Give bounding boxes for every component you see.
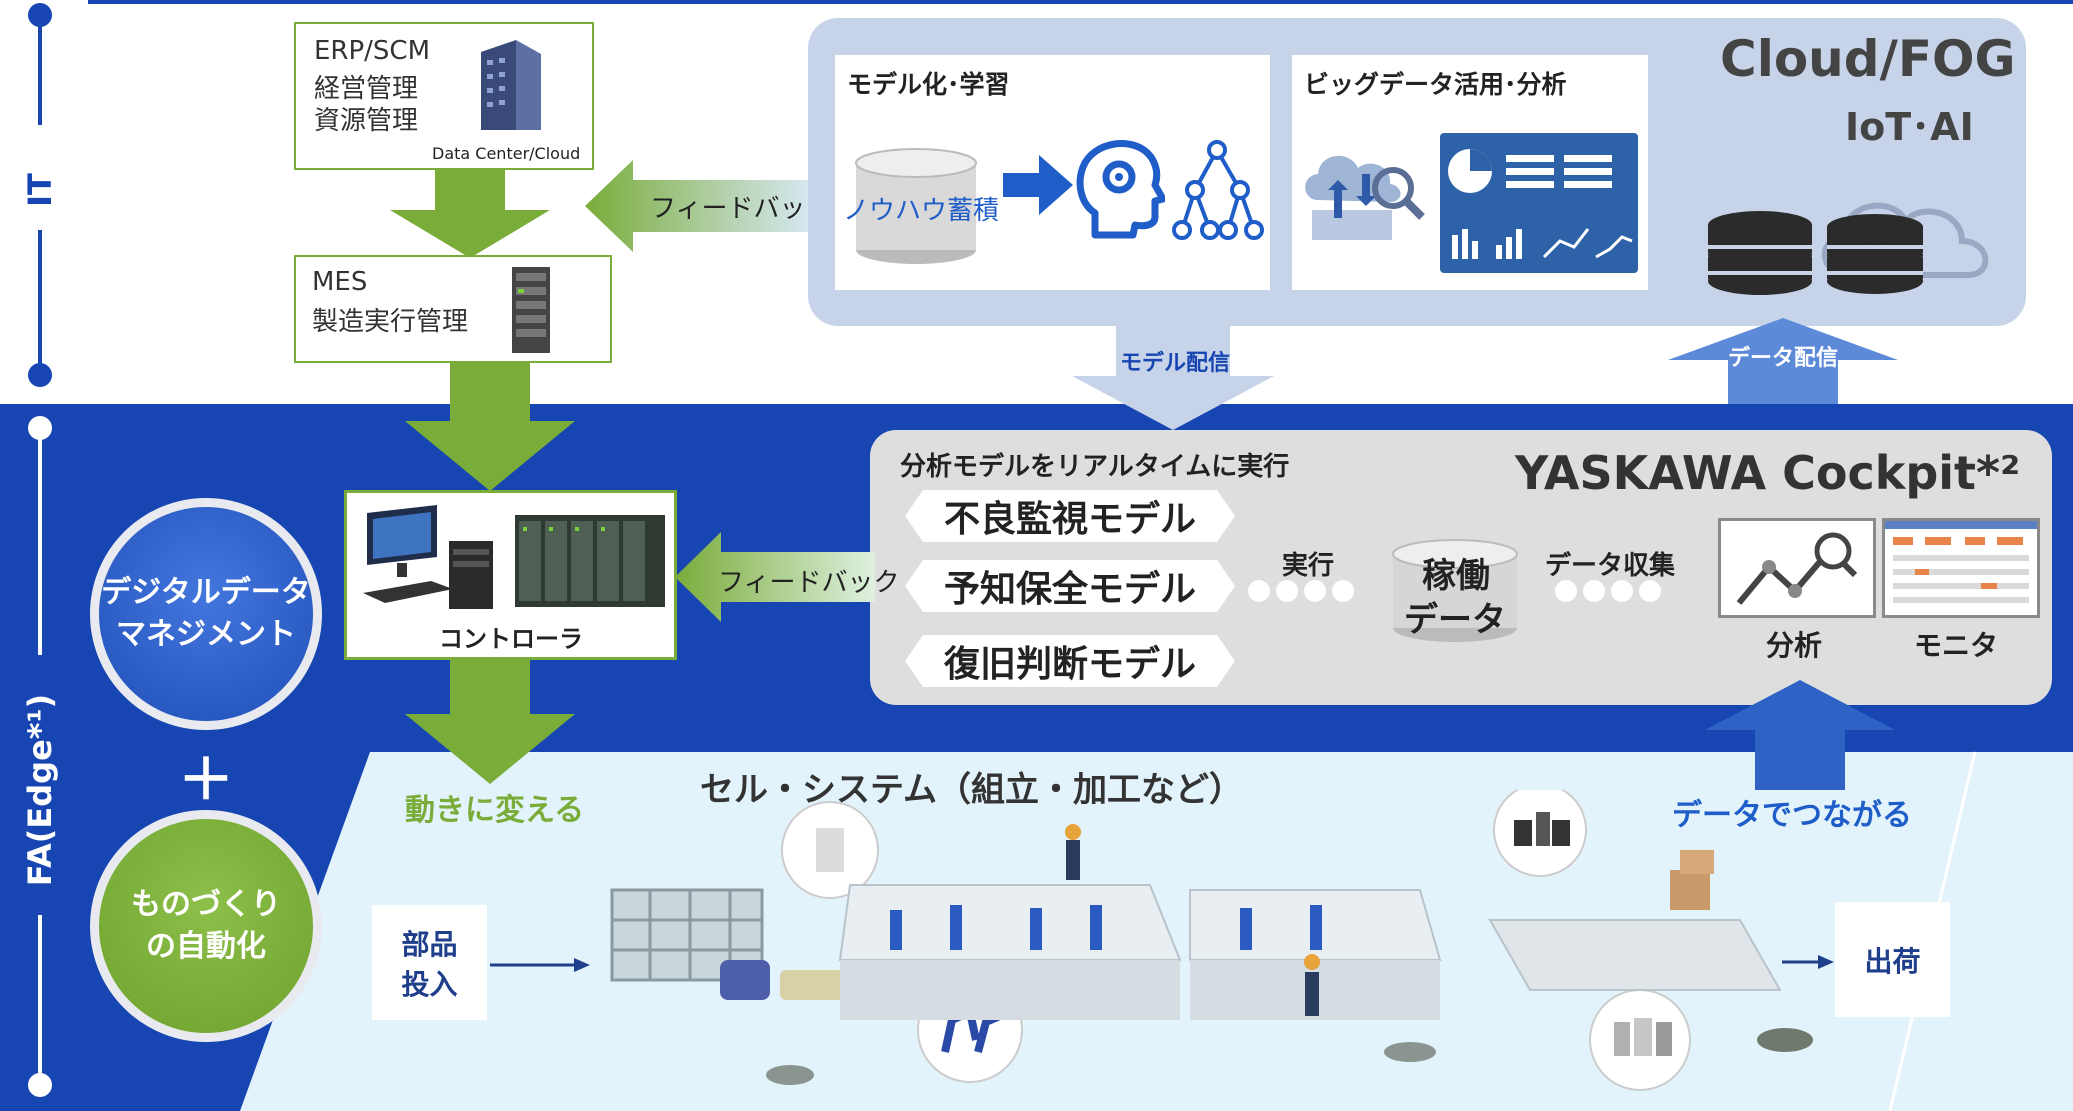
top-divider: [88, 0, 2073, 4]
bigdata-card: ビッグデータ活用･分析: [1292, 55, 1648, 290]
worker: [1065, 824, 1081, 880]
cloud-analysis-icon: [1305, 155, 1425, 240]
right-arrow-icon: [1003, 155, 1073, 215]
model-delivery-arrow: [1072, 326, 1274, 430]
digital-management-circle: デジタルデータマネジメント: [90, 498, 322, 730]
pc-workstation-icon: [363, 505, 493, 609]
monitor-dashboard-icon: [1885, 521, 2037, 603]
connect-label: データでつながる: [1672, 798, 1912, 833]
shipping-box: 出荷: [1835, 902, 1950, 1017]
flow-dot: [1304, 580, 1326, 602]
shipping-label: 出荷: [1864, 944, 1921, 978]
modeling-title: モデル化･学習: [847, 70, 1010, 99]
cloud-storage-icon: [1708, 202, 1989, 295]
factory-cell-illustration: [610, 790, 1813, 1091]
server-rack-icon: [512, 267, 550, 353]
flow-dot: [1248, 580, 1270, 602]
data-collect-label: データ収集: [1545, 551, 1676, 581]
servo-motor-bubble: [1493, 790, 1587, 877]
it-layer-label: IT: [21, 173, 59, 207]
shipping-arrow: [1782, 955, 1834, 969]
model-pill-recovery: 復旧判断モデル: [905, 635, 1235, 687]
flow-dot: [1276, 580, 1298, 602]
worker: [1304, 954, 1320, 1016]
parts-line1: 部品: [401, 927, 458, 961]
erp-line2: 経営管理: [314, 74, 419, 104]
arrow-erp-to-mes: [390, 170, 550, 258]
mes-box: MES 製造実行管理: [294, 255, 612, 363]
knowhow-label: ノウハウ蓄積: [843, 196, 1000, 226]
ai-head-icon: [1076, 140, 1165, 239]
layer-timeline: [28, 3, 52, 1097]
mes-line2: 製造実行管理: [312, 307, 469, 337]
digital-line1: デジタルデータ: [101, 575, 311, 610]
dashboard-panel: [1440, 133, 1638, 273]
analysis-screen: [1718, 518, 1876, 618]
automation-line2: の自動化: [146, 929, 266, 964]
analysis-chart-icon: [1736, 532, 1858, 605]
data-delivery-arrow: [1668, 318, 1898, 404]
operation-data-line2: データ: [1404, 600, 1506, 640]
cockpit-subtitle: 分析モデルをリアルタイムに実行: [900, 452, 1290, 482]
feedback-label-mid: フィードバック: [718, 568, 900, 598]
monitor-screen: [1882, 518, 2040, 618]
plc-controller-icon: [515, 515, 665, 607]
action-label: 動きに変える: [405, 793, 585, 828]
network-graph-icon: [1172, 140, 1264, 240]
model-pill-predictive: 予知保全モデル: [905, 560, 1235, 612]
arrow-mes-to-controller: [405, 363, 575, 491]
dashboard-icon: [1448, 149, 1633, 259]
parts-arrow: [490, 958, 590, 972]
erp-box: ERP/SCM 経営管理 資源管理 Data Center/Cloud: [294, 22, 594, 170]
execute-label: 実行: [1282, 551, 1335, 581]
fa-layer-label: FA(Edge*¹): [21, 693, 59, 887]
parts-input-box: 部品 投入: [372, 905, 487, 1020]
erp-line3: 資源管理: [314, 106, 419, 136]
arrow-controller-to-cell: [405, 660, 575, 784]
erp-line1: ERP/SCM: [314, 36, 431, 66]
plus-sign: ＋: [178, 748, 234, 813]
controller-label: コントローラ: [439, 625, 583, 653]
parts-line2: 投入: [401, 967, 458, 1001]
cockpit-title: YASKAWA Cockpit*²: [1515, 446, 2021, 500]
automation-line1: ものづくり: [131, 887, 281, 922]
cloud-title: Cloud/FOG: [1720, 30, 2016, 88]
building-icon: [481, 40, 541, 130]
feedback-arrow-mid: [675, 532, 875, 622]
flow-dot: [1611, 580, 1633, 602]
flow-dot: [1555, 580, 1577, 602]
data-delivery-label: データ配信: [1728, 346, 1839, 371]
model-pill-defect: 不良監視モデル: [905, 490, 1235, 542]
automation-circle: ものづくりの自動化: [90, 810, 322, 1042]
component-bubble: [781, 801, 879, 899]
operation-data-line1: 稼働: [1422, 556, 1490, 596]
robot-cells: [838, 884, 1442, 1020]
database-cylinder-icon: [855, 148, 977, 264]
bigdata-title: ビッグデータ活用･分析: [1304, 70, 1567, 99]
feedback-label-top: フィードバック: [650, 194, 832, 224]
mes-line1: MES: [312, 267, 368, 297]
arrow-cell-to-cockpit: [1705, 680, 1895, 790]
model-delivery-label: モデル配信: [1120, 351, 1231, 376]
erp-caption: Data Center/Cloud: [432, 144, 581, 163]
flow-dot: [1583, 580, 1605, 602]
controller-box: コントローラ: [344, 490, 677, 660]
digital-line2: マネジメント: [116, 617, 296, 652]
cloud-subtitle: IoT･AI: [1845, 105, 1974, 149]
analysis-label: 分析: [1766, 629, 1823, 662]
flow-dot: [1639, 580, 1661, 602]
operation-data-cylinder: [1392, 539, 1518, 642]
feedback-arrow-top: [585, 160, 815, 252]
monitor-label: モニタ: [1914, 629, 1999, 662]
flow-dot: [1332, 580, 1354, 602]
modeling-card: モデル化･学習 ノウハウ蓄積: [835, 55, 1270, 290]
cell-system-title: セル・システム（組立・加工など）: [700, 770, 1243, 810]
inverter-bubble: [1589, 989, 1691, 1091]
